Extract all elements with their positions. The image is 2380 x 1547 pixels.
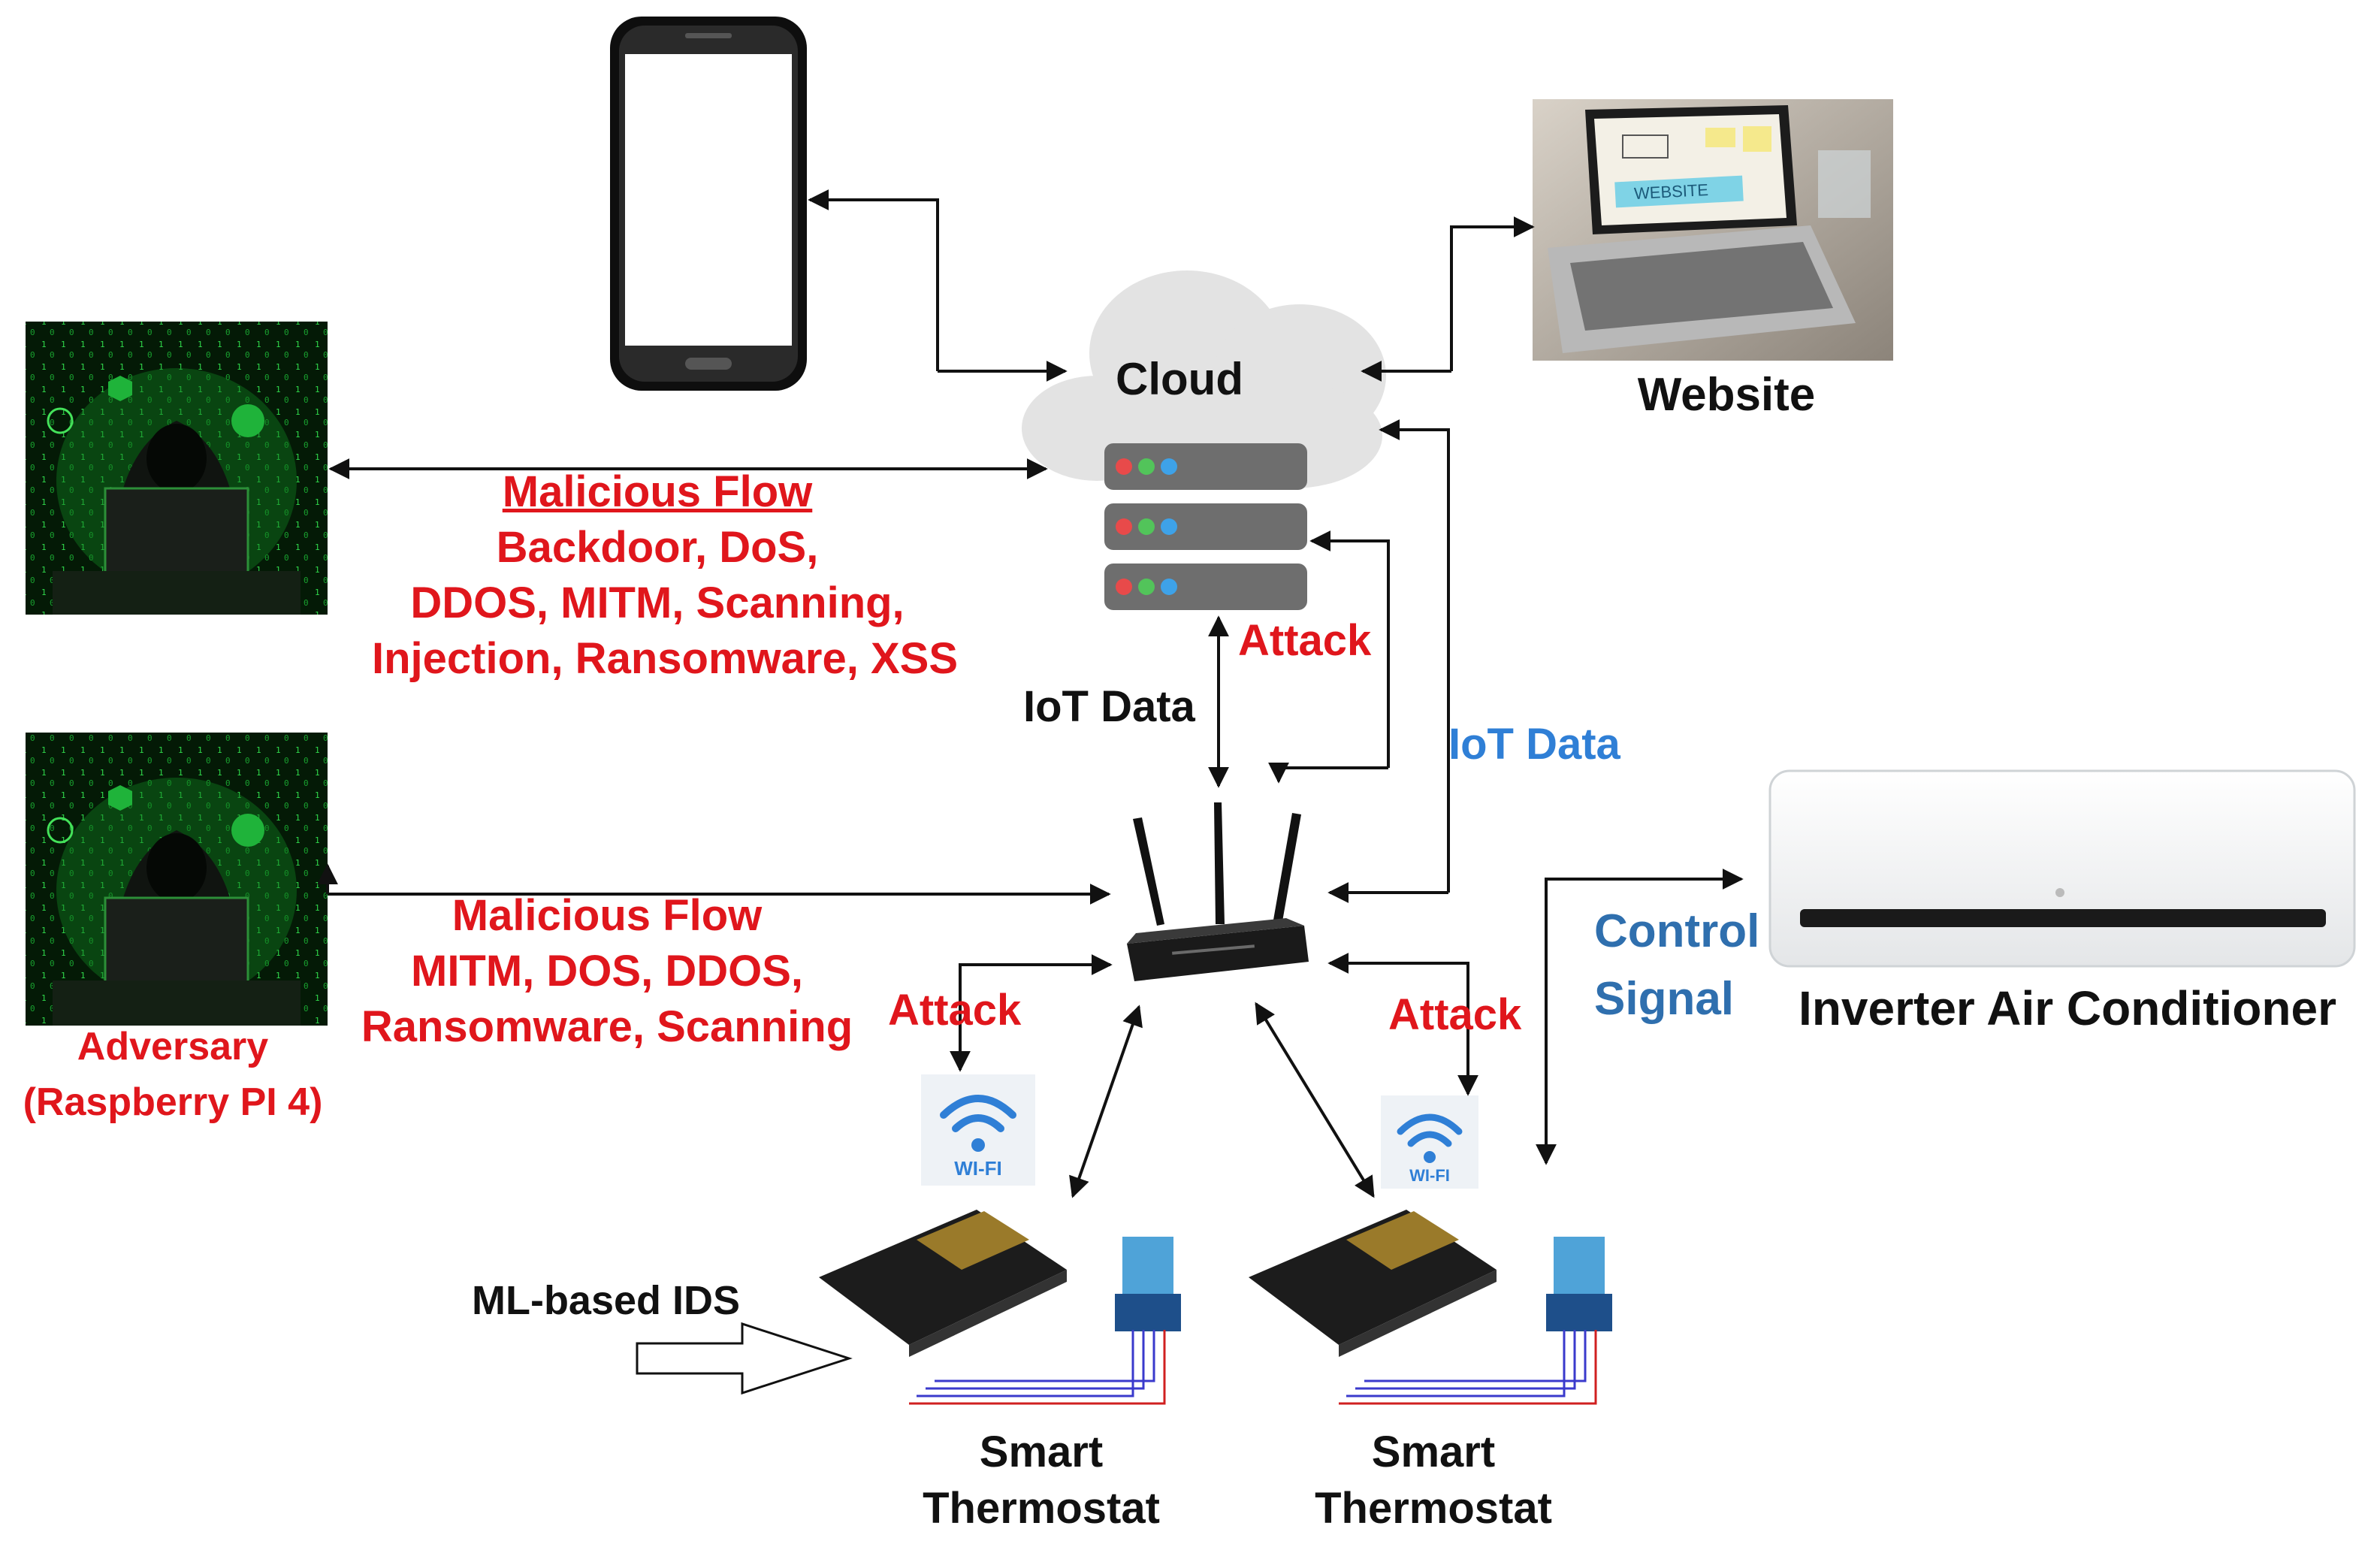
- control-signal-label: Signal: [1594, 973, 1735, 1025]
- malicious-flow-cloud-title: Malicious Flow: [502, 467, 813, 516]
- server-icon: [1104, 443, 1307, 610]
- website-label: Website: [1637, 369, 1816, 421]
- ml-ids-arrow: [636, 1322, 853, 1395]
- esp32-board-icon: [819, 1210, 1067, 1357]
- thermostat-label: Smart: [1371, 1428, 1496, 1476]
- air-conditioner-icon: [1768, 769, 2356, 968]
- adversary-label: Adversary: [77, 1025, 269, 1068]
- attack-right-label: Attack: [1388, 990, 1522, 1039]
- malicious-flow-router-line: Ransomware, Scanning: [361, 1002, 853, 1051]
- laptop-icon: WEBSITE: [1533, 99, 1893, 361]
- air-conditioner-label: Inverter Air Conditioner: [1799, 981, 2336, 1035]
- thermostat-label: Thermostat: [923, 1484, 1160, 1533]
- hacker-icon: [26, 322, 328, 615]
- esp32-board-icon: [1249, 1210, 1497, 1357]
- malicious-flow-cloud-line: Injection, Ransomware, XSS: [372, 634, 958, 683]
- cloud-label: Cloud: [1116, 354, 1243, 404]
- router-icon: [1127, 802, 1309, 981]
- wifi-label: WI-FI: [1409, 1166, 1450, 1185]
- website-screen-text: WEBSITE: [1633, 180, 1708, 203]
- iot-data-device-label: IoT Data: [1448, 720, 1620, 769]
- malicious-flow-cloud-line: DDOS, MITM, Scanning,: [410, 579, 905, 627]
- thermostat-label: Smart: [979, 1428, 1104, 1476]
- control-signal-label: Control: [1594, 905, 1760, 957]
- wifi-icon: WI-FI: [921, 1074, 1035, 1186]
- malicious-flow-cloud-line: Backdoor, DoS,: [496, 523, 819, 572]
- adversary-device-label: (Raspberry PI 4): [23, 1080, 323, 1124]
- malicious-flow-router-line: MITM, DOS, DDOS,: [411, 947, 803, 996]
- smartphone-icon: [610, 17, 807, 391]
- malicious-flow-router-title: Malicious Flow: [452, 891, 763, 940]
- sensor-icon: [1339, 1237, 1612, 1405]
- attack-left-label: Attack: [888, 986, 1022, 1035]
- hacker-icon: [26, 733, 328, 1026]
- ml-ids-label: ML-based IDS: [472, 1278, 741, 1323]
- connector-arrows: [317, 189, 1744, 1198]
- sensor-icon: [909, 1237, 1181, 1405]
- attack-server-label: Attack: [1238, 616, 1372, 665]
- wifi-label: WI-FI: [954, 1157, 1002, 1180]
- wifi-icon: WI-FI: [1381, 1095, 1478, 1189]
- thermostat-label: Thermostat: [1315, 1484, 1552, 1533]
- iot-data-router-label: IoT Data: [1023, 682, 1195, 731]
